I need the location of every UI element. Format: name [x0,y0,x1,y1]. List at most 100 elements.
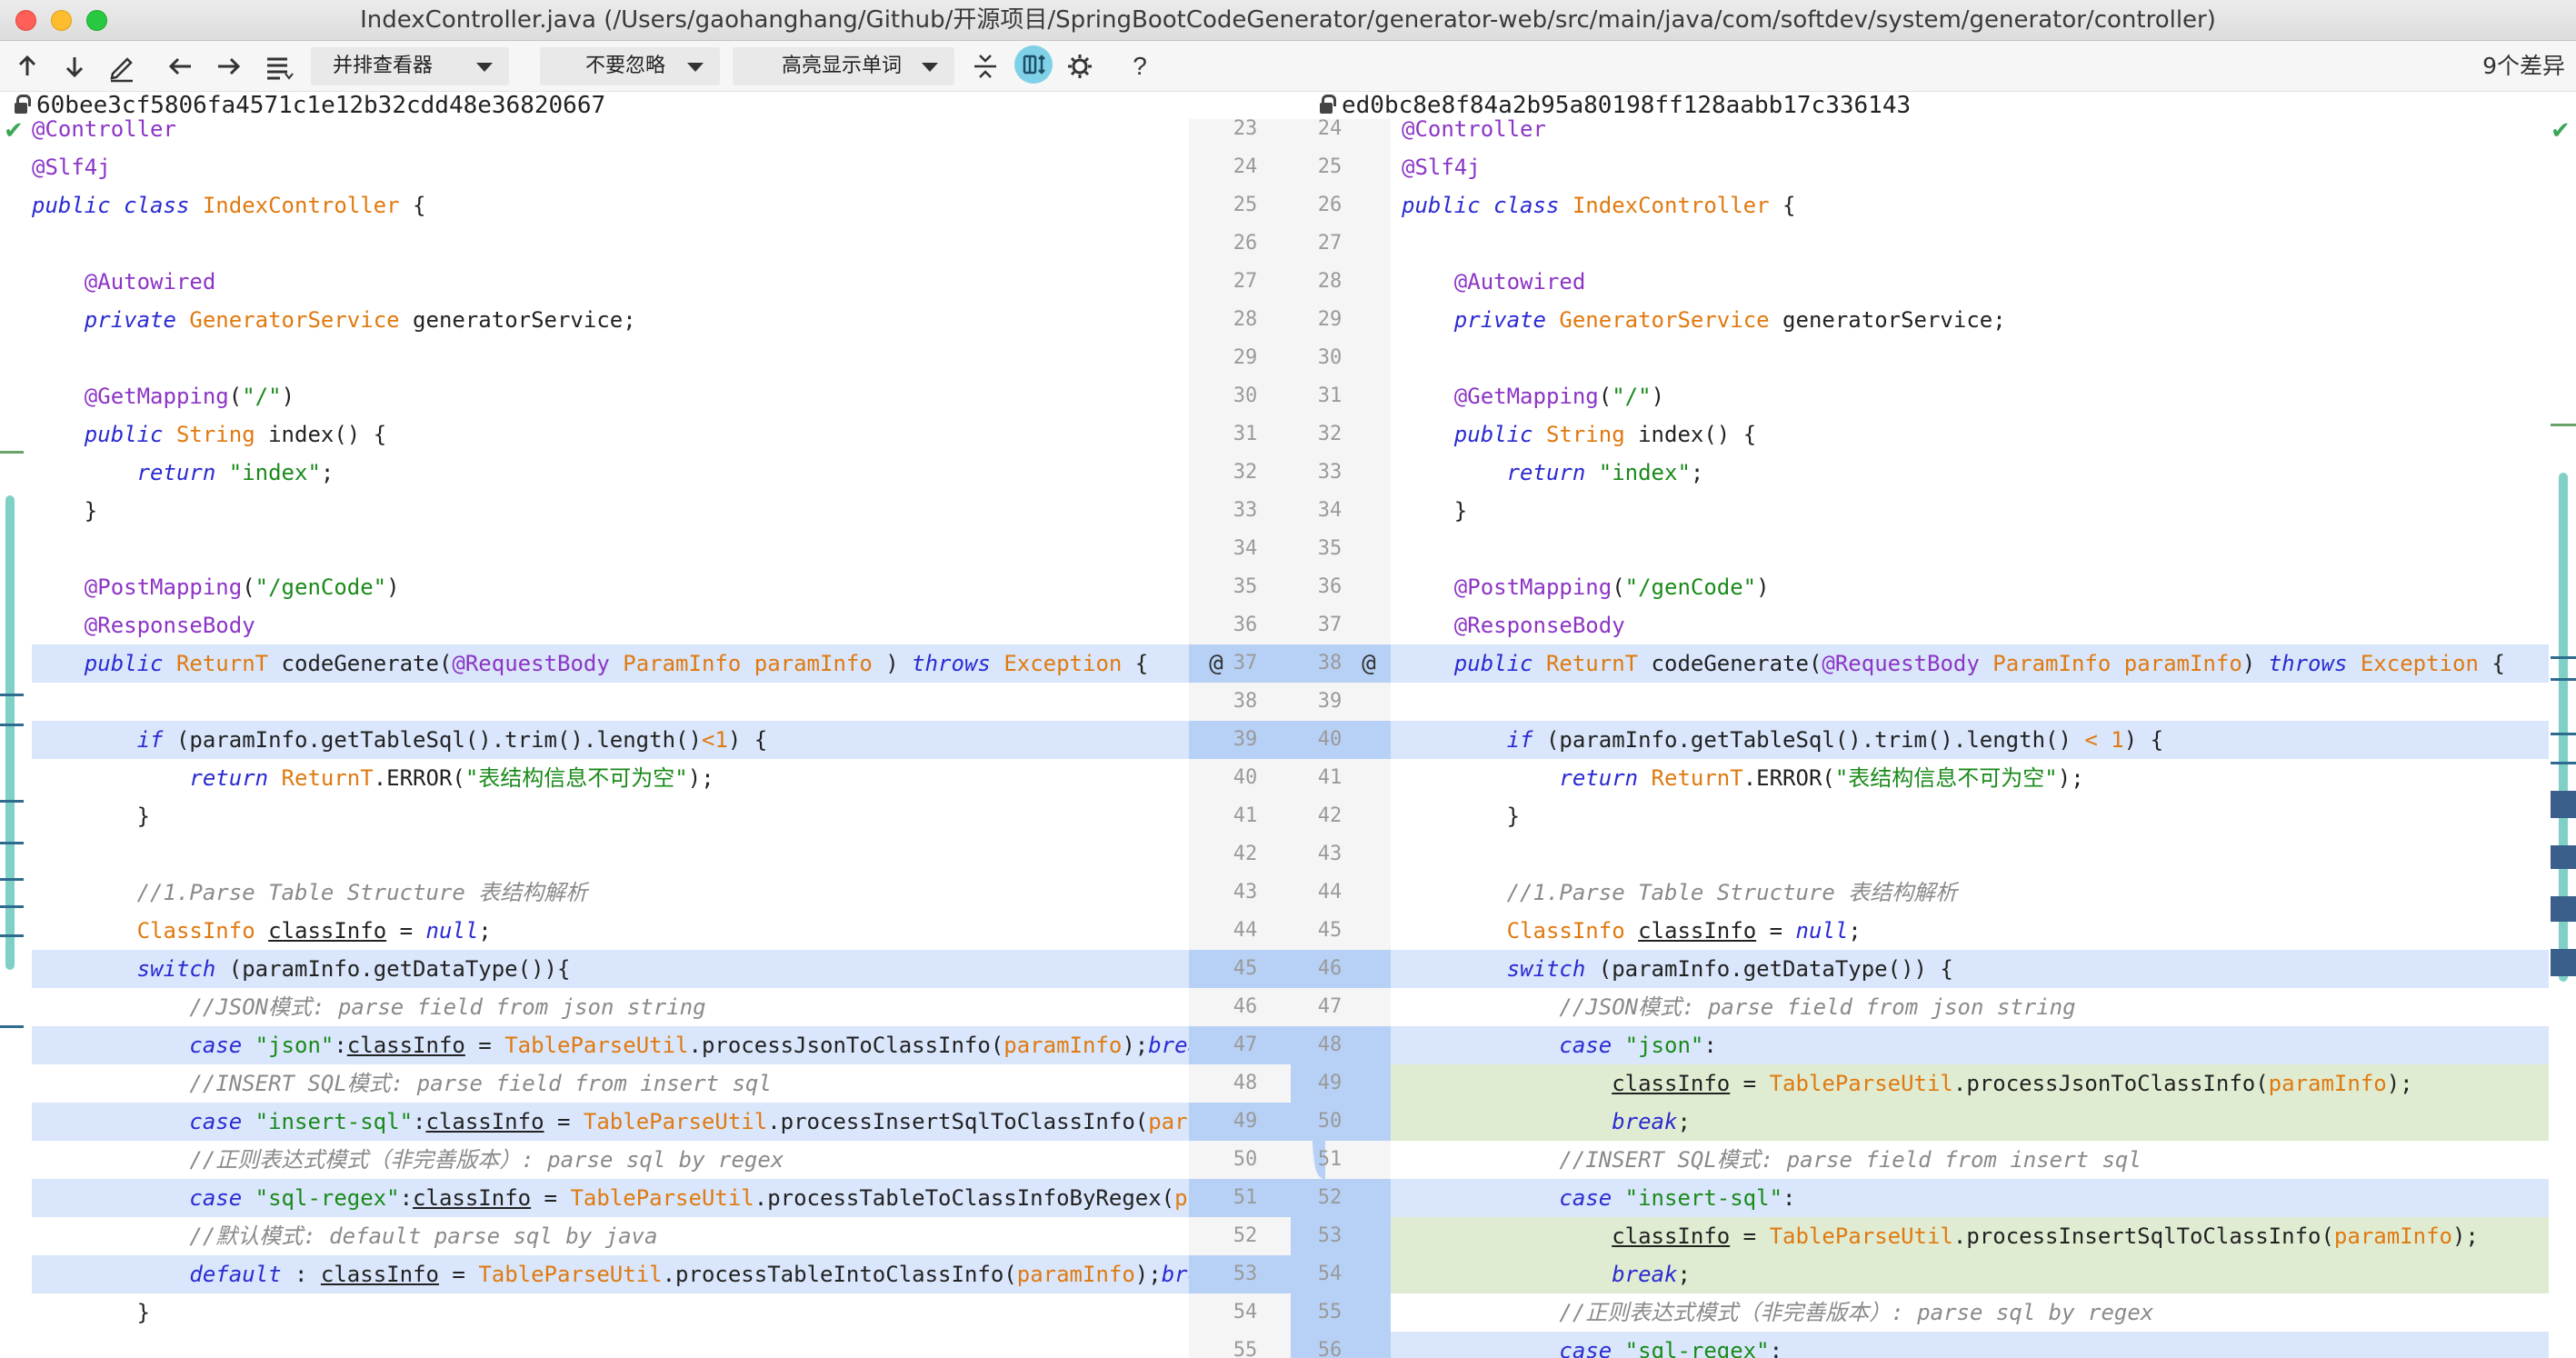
change-marker [2551,762,2576,764]
next-difference-icon[interactable] [56,48,93,85]
line-number: 32 [1317,423,1343,445]
annotate-left-icon[interactable]: @ [1209,650,1223,677]
line-number: 46 [1317,957,1343,980]
line-number: 26 [1317,194,1343,216]
change-marker [0,905,24,908]
change-marker [0,1025,24,1028]
line-number: 34 [1233,537,1258,560]
line-number: 28 [1317,270,1343,293]
highlight-dropdown[interactable]: 高亮显示单词 [733,47,954,85]
zoom-window-button[interactable] [86,10,107,31]
line-number: 51 [1233,1186,1258,1209]
close-window-button[interactable] [15,10,36,31]
line-number: 54 [1317,1263,1343,1285]
edit-icon[interactable] [104,48,140,85]
window-title: IndexController.java (/Users/gaohanghang… [360,6,2216,34]
code-line: } [32,498,98,524]
code-line: //JSON模式: parse field from json string [189,994,706,1020]
code-line: @Autowired [1453,269,1586,295]
minimize-window-button[interactable] [51,10,72,31]
right-scrollbar[interactable] [2559,473,2568,982]
line-number: 32 [1233,461,1258,484]
line-number: 51 [1317,1148,1343,1171]
code-line: @Autowired [84,269,216,295]
gutter-change-band [1189,1103,1291,1141]
line-number: 31 [1317,384,1343,407]
change-marker [2551,949,2576,976]
line-number: 55 [1233,1339,1258,1358]
change-marker [2551,656,2576,659]
change-marker [0,800,24,803]
gutter-change-band [1189,1026,1291,1064]
line-number: 24 [1233,155,1258,178]
diff-toolbar: 并排查看器 不要忽略 高亮显示单词 ? 9个差异 [0,41,2576,92]
left-scrollbar[interactable] [5,495,15,970]
code-line: return "index"; [136,460,334,485]
change-marker [0,934,24,937]
line-number: 33 [1233,499,1258,522]
right-revision-header: ed0bc8e8f84a2b95a80198ff128aabb17c336143 [1320,92,1911,119]
changed-code-line: case "insert-sql":classInfo = TableParse… [32,1103,1189,1141]
changed-code-line: case "sql-regex": [1391,1332,2549,1358]
code-line: } [32,804,151,829]
code-line: @ResponseBody [1453,613,1625,638]
check-icon: ✔ [4,116,24,144]
line-number: 50 [1233,1148,1258,1171]
sync-scroll-toggle[interactable] [1014,45,1053,84]
gutter-change-band [1189,1255,1291,1293]
code-line: @Controller [32,119,176,142]
line-number: 28 [1233,308,1258,331]
line-number: 24 [1317,119,1343,140]
settings-icon[interactable] [1062,48,1098,85]
code-line: @PostMapping("/genCode") [1453,574,1770,600]
line-number: 27 [1317,232,1343,255]
arrow-left-icon[interactable] [162,48,198,85]
changed-code-line: switch (paramInfo.getDataType()) { [1391,950,2549,988]
left-revision-header: 60bee3cf5806fa4571c1e12b32cdd48e36820667 [15,92,605,119]
list-menu-icon[interactable] [260,48,296,85]
left-code-pane[interactable]: @Controller @Slf4j public class IndexCon… [0,119,1189,1358]
code-line: ClassInfo classInfo = null; [136,918,492,944]
viewer-dropdown[interactable]: 并排查看器 [311,47,509,85]
viewer-dropdown-label: 并排查看器 [333,55,434,77]
ignore-dropdown[interactable]: 不要忽略 [540,47,720,85]
changed-code-line: public ReturnT codeGenerate(@RequestBody… [32,644,1189,683]
line-number: 34 [1317,499,1343,522]
code-line: private GeneratorService generatorServic… [1453,307,2006,333]
collapse-unchanged-icon[interactable] [967,48,1003,85]
line-number: 41 [1233,804,1258,827]
line-number: 29 [1317,308,1343,331]
change-marker [0,451,24,454]
line-number: 27 [1233,270,1258,293]
right-code-pane[interactable]: @Controller @Slf4j public class IndexCon… [1391,119,2549,1358]
code-line: //正则表达式模式（非完善版本）: parse sql by regex [1559,1300,2154,1325]
code-line: return ReturnT.ERROR("表结构信息不可为空"); [1559,765,2084,791]
change-marker [0,724,24,726]
line-number: 38 [1317,652,1343,674]
change-marker [2551,791,2576,818]
code-line: @PostMapping("/genCode") [84,574,400,600]
line-number: 29 [1233,346,1258,369]
line-number: 36 [1317,575,1343,598]
line-number: 44 [1317,881,1343,904]
code-line: } [32,1300,151,1325]
code-line: return "index"; [1506,460,1704,485]
help-icon[interactable]: ? [1133,52,1147,80]
code-line: public String index() { [1453,422,1757,447]
annotate-right-icon[interactable]: @ [1362,650,1376,677]
code-line: private GeneratorService generatorServic… [84,307,636,333]
code-line: @Slf4j [1402,155,1481,180]
code-line: public class IndexController { [32,193,426,218]
previous-difference-icon[interactable] [9,48,45,85]
gutter-change-band [1189,950,1391,988]
change-marker [2551,424,2576,426]
line-number: 25 [1233,194,1258,216]
change-marker [2551,678,2576,681]
line-number: 40 [1317,728,1343,751]
arrow-right-icon[interactable] [211,48,247,85]
line-number: 23 [1233,119,1258,140]
line-number: 52 [1233,1224,1258,1247]
code-line: } [1402,804,1521,829]
line-number: 43 [1317,843,1343,865]
code-line: public String index() { [84,422,387,447]
